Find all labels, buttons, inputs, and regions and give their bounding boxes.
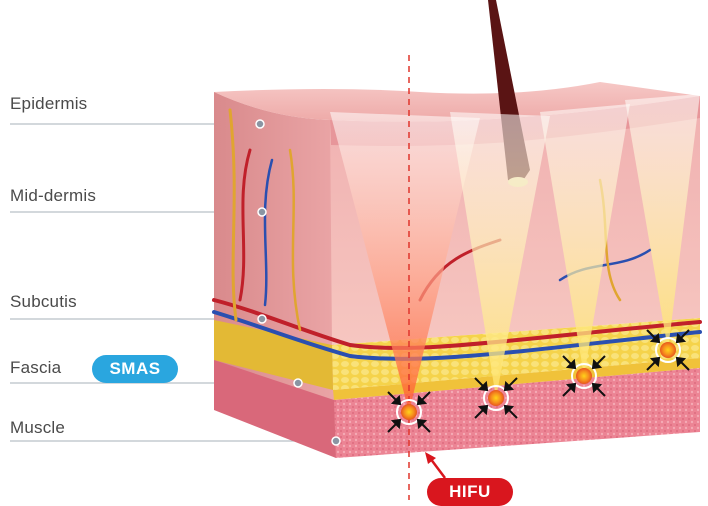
smas-badge: SMAS: [92, 355, 178, 383]
hifu-pointer-arrow: [425, 452, 445, 478]
label-subcutis: Subcutis: [10, 292, 77, 312]
label-mid-dermis: Mid-dermis: [10, 186, 96, 206]
hifu-badge: HIFU: [427, 478, 513, 506]
label-fascia: Fascia: [10, 358, 61, 378]
label-muscle: Muscle: [10, 418, 65, 438]
label-epidermis: Epidermis: [10, 94, 87, 114]
